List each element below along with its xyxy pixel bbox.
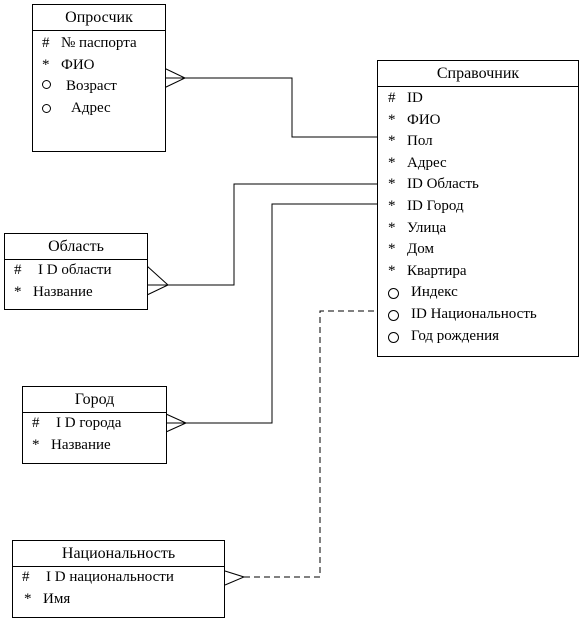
attribute-row: * Адрес — [378, 153, 578, 175]
crowfoot-nacionalnost — [224, 570, 246, 586]
mandatory-marker: * — [388, 111, 396, 128]
attribute-row: # I D национальности — [13, 567, 224, 589]
attribute-row: * ФИО — [33, 55, 165, 77]
attribute-label: Название — [51, 436, 111, 453]
attribute-row: * Квартира — [378, 261, 578, 283]
optional-marker-icon — [388, 331, 399, 343]
entity-nacionalnost: Национальность # I D национальности * Им… — [12, 540, 225, 618]
attribute-row: * Название — [5, 282, 147, 304]
attribute-row: Возраст — [33, 76, 165, 98]
identifier-marker: # — [32, 415, 40, 431]
entity-spravochnik: Справочник # ID * ФИО * Пол * Адрес * ID… — [377, 60, 579, 357]
attribute-row: # I D города — [23, 413, 166, 435]
identifier-marker: # — [22, 569, 30, 585]
identifier-marker: # — [42, 35, 50, 51]
attribute-label: ФИО — [407, 111, 441, 128]
attribute-row: Адрес — [33, 98, 165, 120]
attribute-list: # I D области * Название — [5, 260, 147, 303]
attribute-list: # I D национальности * Имя — [13, 567, 224, 610]
identifier-marker: # — [388, 90, 396, 106]
mandatory-marker: * — [388, 154, 396, 171]
attribute-label: Возраст — [66, 78, 117, 95]
crowfoot-oblast — [146, 265, 169, 296]
mandatory-marker: * — [388, 262, 396, 279]
attribute-label: Адрес — [71, 99, 111, 116]
mandatory-marker: * — [14, 283, 22, 300]
optional-marker-icon — [42, 80, 51, 90]
entity-title: Город — [23, 387, 166, 413]
entity-oblast: Область # I D области * Название — [4, 233, 148, 310]
crowfoot-gorod — [165, 413, 188, 433]
attribute-label: ФИО — [61, 56, 95, 73]
attribute-row: * Улица — [378, 218, 578, 240]
entity-title: Опросчик — [33, 5, 165, 31]
entity-title: Национальность — [13, 541, 224, 567]
entity-gorod: Город # I D города * Название — [22, 386, 167, 464]
attribute-label: Год рождения — [411, 327, 500, 344]
attribute-row: * Название — [23, 435, 166, 457]
mandatory-marker: * — [388, 241, 396, 258]
attribute-row: * ID Область — [378, 174, 578, 196]
attribute-label: Улица — [407, 219, 447, 236]
crowfoot-oproschik — [163, 67, 187, 89]
attribute-row: * Имя — [13, 589, 224, 611]
attribute-row: * ID Город — [378, 196, 578, 218]
identifier-marker: # — [14, 262, 22, 278]
attribute-label: ID Область — [407, 176, 479, 193]
optional-marker-icon — [388, 288, 399, 300]
attribute-label: ID Город — [407, 197, 464, 214]
attribute-label: Дом — [407, 241, 434, 258]
attribute-list: # I D города * Название — [23, 413, 166, 456]
attribute-label: Название — [33, 283, 93, 300]
relationship-oblast-spravochnik — [147, 183, 378, 286]
attribute-label: ID Национальность — [411, 305, 537, 322]
attribute-row: Год рождения — [378, 326, 578, 348]
mandatory-marker: * — [24, 590, 32, 607]
attribute-list: # № паспорта * ФИО Возраст Адрес — [33, 31, 165, 119]
attribute-row: # № паспорта — [33, 33, 165, 55]
relationship-nacionalnost-spravochnik — [244, 310, 378, 578]
entity-oproschik: Опросчик # № паспорта * ФИО Возраст Адре… — [32, 4, 166, 152]
entity-title: Справочник — [378, 61, 578, 87]
attribute-row: # I D области — [5, 260, 147, 282]
attribute-row: * Пол — [378, 131, 578, 153]
attribute-label: Индекс — [411, 284, 458, 301]
attribute-label: I D национальности — [46, 569, 174, 585]
attribute-row: ID Национальность — [378, 304, 578, 326]
attribute-label: Пол — [407, 133, 433, 150]
entity-title: Область — [5, 234, 147, 260]
attribute-row: * ФИО — [378, 110, 578, 132]
attribute-label: I D области — [38, 262, 112, 278]
attribute-label: I D города — [56, 415, 122, 431]
optional-marker-icon — [388, 309, 399, 321]
mandatory-marker: * — [388, 176, 396, 193]
mandatory-marker: * — [388, 219, 396, 236]
mandatory-marker: * — [42, 56, 50, 73]
attribute-row: * Дом — [378, 239, 578, 261]
relationship-gorod-spravochnik — [166, 203, 378, 424]
optional-marker-icon — [42, 103, 51, 113]
mandatory-marker: * — [388, 197, 396, 214]
attribute-label: № паспорта — [61, 35, 137, 51]
attribute-label: ID — [407, 90, 423, 106]
attribute-row: Индекс — [378, 282, 578, 304]
relationship-oproschik-spravochnik — [164, 77, 378, 138]
attribute-label: Адрес — [407, 154, 447, 171]
mandatory-marker: * — [388, 133, 396, 150]
attribute-list: # ID * ФИО * Пол * Адрес * ID Область * … — [378, 87, 578, 347]
attribute-label: Имя — [43, 590, 71, 607]
attribute-row: # ID — [378, 88, 578, 110]
mandatory-marker: * — [32, 436, 40, 453]
attribute-label: Квартира — [407, 262, 467, 279]
